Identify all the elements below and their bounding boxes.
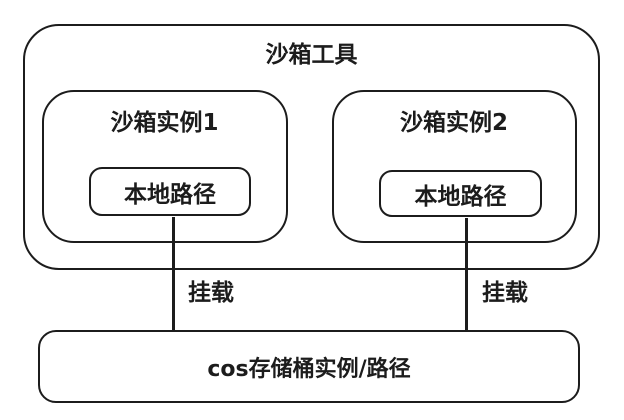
mount-label-1: 挂载 bbox=[188, 280, 234, 306]
sandbox-tool-box: 沙箱工具 沙箱实例1 本地路径 沙箱实例2 本地路径 bbox=[23, 24, 600, 270]
cos-bucket-box: cos存储桶实例/路径 bbox=[38, 330, 580, 403]
mount-line-1 bbox=[171, 217, 175, 332]
mount-line-2 bbox=[464, 218, 468, 332]
sandbox-instance-1-label: 沙箱实例1 bbox=[110, 109, 219, 136]
sandbox-instance-2-label: 沙箱实例2 bbox=[399, 109, 508, 136]
local-path-box-1: 本地路径 bbox=[89, 167, 251, 216]
sandbox-instance-2-box: 沙箱实例2 本地路径 bbox=[331, 89, 577, 243]
local-path-label-2: 本地路径 bbox=[414, 183, 507, 210]
mount-label-2: 挂载 bbox=[482, 280, 528, 306]
sandbox-tool-title: 沙箱工具 bbox=[265, 42, 358, 68]
sandbox-instance-1-box: 沙箱实例1 本地路径 bbox=[41, 89, 288, 243]
cos-bucket-label: cos存储桶实例/路径 bbox=[207, 356, 411, 382]
local-path-label-1: 本地路径 bbox=[124, 181, 216, 208]
local-path-box-2: 本地路径 bbox=[379, 170, 542, 217]
